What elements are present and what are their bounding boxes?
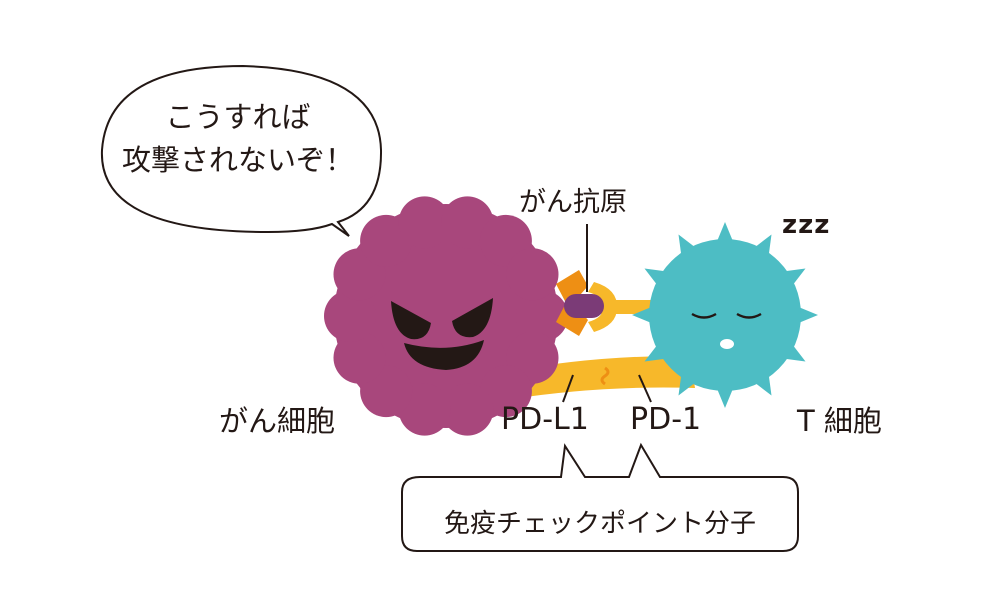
speech-bubble-line-2: 攻撃されないぞ！ bbox=[121, 143, 354, 177]
cancer-cell-label: がん細胞 bbox=[219, 404, 336, 438]
cancer-cell-bump bbox=[398, 383, 451, 436]
sleep-zzz-label: zzz bbox=[782, 210, 831, 240]
cancer-cell-bump bbox=[441, 383, 494, 436]
cancer-cell bbox=[324, 196, 568, 436]
cancer-cell-bump bbox=[516, 290, 568, 342]
pd-l1-pointer bbox=[562, 374, 574, 403]
checkpoint-callout bbox=[401, 442, 799, 552]
speech-bubble bbox=[100, 64, 383, 237]
cancer-cell-bump bbox=[360, 214, 413, 267]
pd-1-pointer bbox=[638, 374, 652, 403]
cancer-cell-bump bbox=[506, 248, 559, 301]
cancer-cell-bump bbox=[333, 331, 386, 384]
cancer-cell-right-eye bbox=[452, 298, 493, 338]
speech-bubble-line-1: こうすれば bbox=[165, 100, 311, 134]
t-cell bbox=[632, 222, 818, 408]
t-cell-mouth bbox=[720, 339, 734, 349]
cancer-cell-bump bbox=[398, 196, 451, 249]
t-cell-left-eye bbox=[691, 312, 717, 319]
pd-1-label: PD-1 bbox=[630, 402, 702, 437]
cancer-cell-left-eye bbox=[391, 301, 431, 340]
cancer-antigen-label: がん抗原 bbox=[519, 187, 627, 218]
cancer-cell-bump bbox=[479, 365, 532, 418]
cancer-antigen bbox=[564, 294, 604, 318]
cancer-cell-mouth bbox=[404, 340, 484, 370]
immune-checkpoint-label: 免疫チェックポイント分子 bbox=[443, 509, 756, 539]
pd-1-squiggle bbox=[600, 366, 610, 386]
cancer-cell-bump bbox=[324, 290, 376, 342]
cancer-cell-bump bbox=[441, 196, 494, 249]
pd-l1-label: PD-L1 bbox=[501, 402, 589, 437]
t-cell-label: T 細胞 bbox=[797, 404, 882, 438]
t-cell-right-eye bbox=[736, 312, 762, 319]
